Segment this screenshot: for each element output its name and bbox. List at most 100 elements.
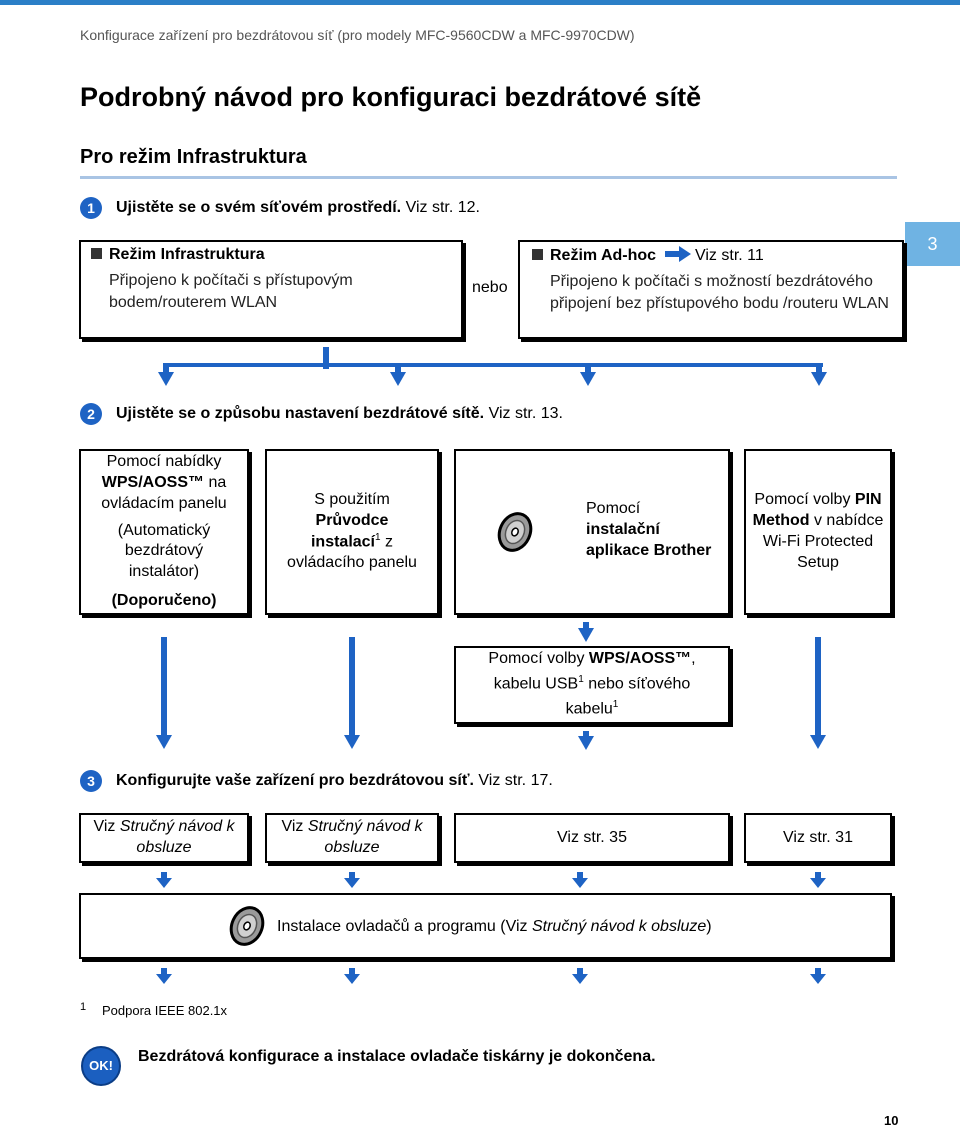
box3-line1: Pomocí: [586, 500, 641, 517]
ref3-text: Viz str. 35: [557, 828, 627, 846]
ref4-text: Viz str. 31: [783, 828, 853, 846]
arrow-down-icon: [344, 735, 360, 749]
adhoc-ref: Viz str. 11: [694, 247, 764, 264]
ref-page-35: Viz str. 35: [454, 813, 730, 863]
arrow-right-icon: [664, 246, 691, 262]
footnote-number: 1: [80, 1001, 87, 1013]
ref1-pre: Viz: [93, 818, 116, 836]
install-italic: Stručný návod k obsluze: [531, 918, 707, 935]
chapter-tab: 3: [905, 222, 960, 266]
arrow-down-icon: [572, 968, 588, 984]
box4-bold2: Method: [752, 512, 810, 530]
box5-sup1: 1: [578, 674, 584, 686]
step-3-line: Konfigurujte vaše zařízení pro bezdrátov…: [116, 772, 553, 790]
connector-line: [395, 363, 401, 373]
method-installer-box: Pomocí instalační aplikace Brother: [454, 449, 730, 615]
method-wps-usb-box: Pomocí volby WPS/AOSS™, kabelu USB1 nebo…: [454, 646, 730, 724]
ref2-pre: Viz: [281, 818, 304, 836]
step-1-text: Ujistěte se o svém síťovém prostředí.: [116, 199, 402, 216]
arrow-down-icon: [156, 968, 172, 984]
box2-bold2: instalací: [310, 533, 375, 551]
adhoc-mode-box: Režim Ad-hoc Viz str. 11 Připojeno k poč…: [518, 240, 904, 339]
ok-badge-icon: OK!: [81, 1046, 121, 1086]
arrow-down-icon: [578, 628, 594, 642]
step-2-line: Ujistěte se o způsobu nastavení bezdráto…: [116, 405, 563, 423]
ref-quick-guide-2: Viz Stručný návod k obsluze: [265, 813, 439, 863]
ref-page-31: Viz str. 31: [744, 813, 892, 863]
arrow-down-icon: [810, 872, 826, 888]
box4-rest: v nabídce Wi-Fi Protected Setup: [762, 512, 884, 571]
box5-mid2: nebo síťového kabelu: [565, 675, 691, 718]
infra-title: Režim Infrastruktura: [109, 246, 265, 263]
ref1-italic: Stručný návod k obsluze: [119, 818, 235, 856]
box4-line1: Pomocí volby: [754, 491, 851, 509]
step-1-badge: 1: [80, 197, 102, 219]
box2-rest: z ovládacího panelu: [287, 533, 417, 572]
step-2-ref: Viz str. 13.: [488, 405, 563, 422]
ref2-italic: Stručný návod k obsluze: [307, 818, 423, 856]
arrow-down-icon: [580, 372, 596, 386]
infrastructure-mode-box: Režim Infrastruktura Připojeno k počítač…: [79, 240, 463, 339]
box2-bold1: Průvodce: [315, 511, 389, 529]
step-3-badge: 3: [80, 770, 102, 792]
arrow-down-icon: [810, 735, 826, 749]
arrow-down-icon: [344, 968, 360, 984]
step-3-ref: Viz str. 17.: [478, 772, 553, 789]
connector-line: [583, 622, 589, 630]
box3-bold: instalační aplikace Brother: [586, 520, 712, 559]
or-label: nebo: [472, 279, 508, 296]
connector-line: [161, 637, 167, 737]
install-driver-box: Instalace ovladačů a programu (Viz Struč…: [79, 893, 892, 959]
bullet-square-icon: [91, 248, 102, 259]
step-3-text: Konfigurujte vaše zařízení pro bezdrátov…: [116, 772, 474, 789]
box5-bold: WPS/AOSS™: [588, 650, 692, 668]
connector-line: [349, 637, 355, 737]
completion-text: Bezdrátová konfigurace a instalace ovlad…: [138, 1048, 656, 1065]
connector-line: [585, 363, 591, 373]
connector-line: [323, 347, 329, 369]
arrow-down-icon: [156, 735, 172, 749]
method-pin-box: Pomocí volby PIN Method v nabídce Wi-Fi P…: [744, 449, 892, 615]
section-subtitle: Pro režim Infrastruktura: [80, 146, 307, 168]
box1-bold: WPS/AOSS™: [101, 474, 204, 491]
running-header: Konfigurace zařízení pro bezdrátovou síť…: [80, 27, 635, 43]
connector-line: [163, 363, 169, 373]
install-post: ): [706, 918, 712, 935]
adhoc-text: Připojeno k počítači s možností bezdráto…: [550, 273, 889, 312]
cd-rom-icon: [497, 512, 533, 552]
box5-mid: , kabelu USB: [493, 650, 696, 693]
page-title: Podrobný návod pro konfiguraci bezdrátov…: [80, 82, 702, 112]
arrow-down-icon: [811, 372, 827, 386]
arrow-down-icon: [810, 968, 826, 984]
arrow-down-icon: [578, 736, 594, 750]
arrow-down-icon: [390, 372, 406, 386]
box1-paren: (Automatický bezdrátový instalátor): [117, 521, 211, 581]
top-rule: [0, 0, 960, 5]
arrow-down-icon: [572, 872, 588, 888]
footnote-text: Podpora IEEE 802.1x: [102, 1003, 228, 1018]
ref-quick-guide-1: Viz Stručný návod k obsluze: [79, 813, 249, 863]
step-1-ref: Viz str. 12.: [405, 199, 480, 216]
arrow-down-icon: [158, 372, 174, 386]
box4-bold1: PIN: [854, 491, 882, 509]
step-2-text: Ujistěte se o způsobu nastavení bezdráto…: [116, 405, 485, 422]
bullet-square-icon: [532, 249, 543, 260]
connector-line: [816, 363, 822, 373]
subtitle-rule: [80, 176, 897, 179]
infra-text: Připojeno k počítači s přístupovým bodem…: [109, 272, 353, 311]
box5-line1: Pomocí volby: [488, 650, 585, 668]
arrow-down-icon: [156, 872, 172, 888]
box5-sup2: 1: [612, 699, 619, 711]
adhoc-title: Režim Ad-hoc: [550, 247, 657, 264]
arrow-down-icon: [344, 872, 360, 888]
box2-sup: 1: [375, 532, 381, 544]
step-1-line: Ujistěte se o svém síťovém prostředí. Vi…: [116, 199, 480, 217]
step-2-badge: 2: [80, 403, 102, 425]
install-pre: Instalace ovladačů a programu (Viz: [277, 918, 528, 935]
cd-rom-icon: [229, 906, 265, 946]
connector-line: [163, 363, 823, 367]
page-number: 10: [884, 1113, 899, 1128]
connector-line: [815, 637, 821, 737]
